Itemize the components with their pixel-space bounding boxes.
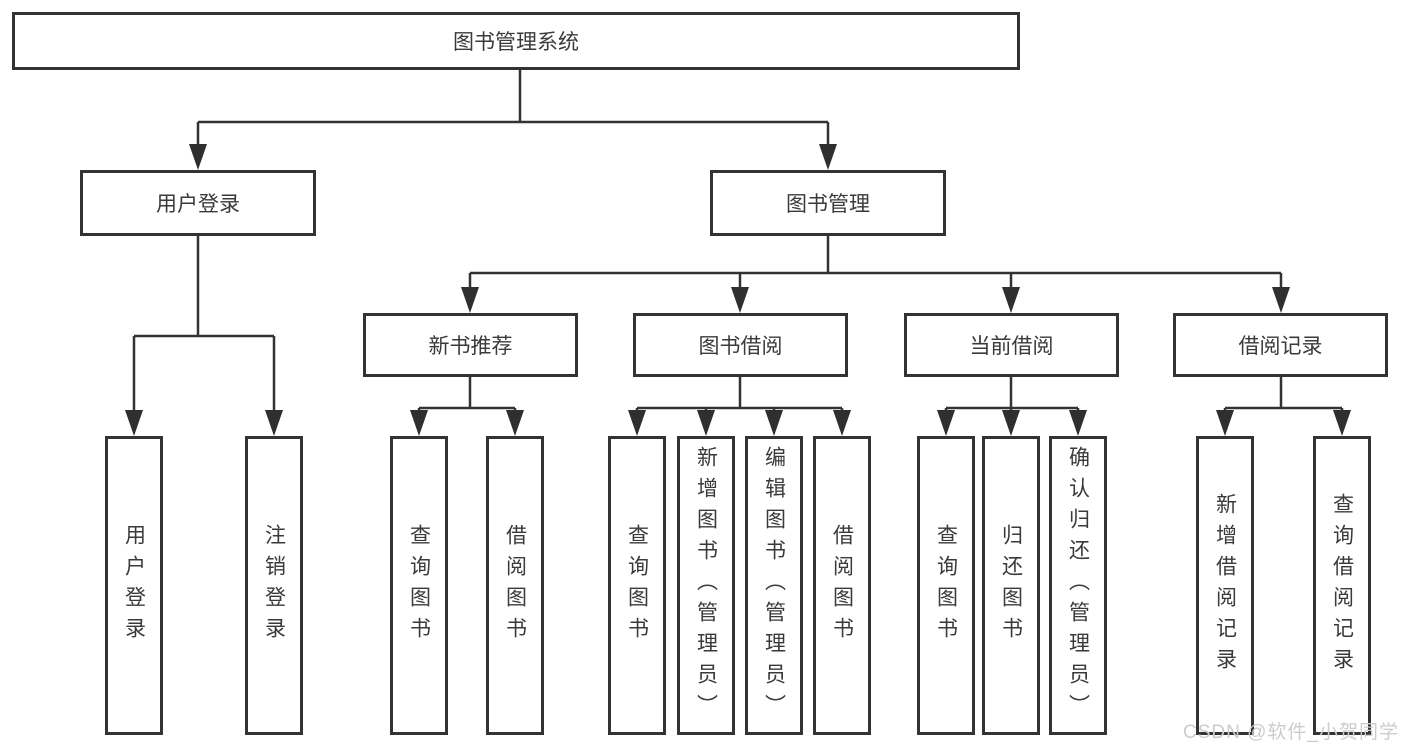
leaf-user-login-label: 用户登录 [122,523,146,648]
leaf-confirm-return-admin: 确认归还（管理员） [1049,436,1107,735]
node-new-book-recommend: 新书推荐 [363,313,578,377]
leaf-confirm-return-admin-label: 确认归还（管理员） [1066,446,1090,725]
csdn-watermark: CSDN @软件_小贺同学 [1183,722,1399,743]
arrowhead-icons [125,144,1351,436]
leaf-user-login: 用户登录 [105,436,163,735]
leaf-recommend-borrow-books-label: 借阅图书 [503,523,527,648]
leaf-borrow-books: 借阅图书 [813,436,871,735]
leaf-current-query-books-label: 查询图书 [934,523,958,648]
leaf-edit-books-admin-label: 编辑图书（管理员） [762,446,786,725]
leaf-query-borrow-record: 查询借阅记录 [1313,436,1371,735]
node-root-label: 图书管理系统 [453,31,579,54]
leaf-recommend-borrow-books: 借阅图书 [486,436,544,735]
leaf-current-query-books: 查询图书 [917,436,975,735]
leaf-add-books-admin: 新增图书（管理员） [677,436,735,735]
node-user-login-label: 用户登录 [156,193,240,216]
leaf-return-books: 归还图书 [982,436,1040,735]
leaf-add-borrow-record-label: 新增借阅记录 [1213,492,1237,679]
leaf-recommend-query-books-label: 查询图书 [407,523,431,648]
node-borrow-records-label: 借阅记录 [1238,335,1323,358]
leaf-edit-books-admin: 编辑图书（管理员） [745,436,803,735]
leaf-return-books-label: 归还图书 [999,523,1023,648]
node-borrow-records: 借阅记录 [1173,313,1388,377]
leaf-borrow-books-label: 借阅图书 [830,523,854,648]
leaf-query-borrow-record-label: 查询借阅记录 [1330,492,1354,679]
node-new-book-recommend-label: 新书推荐 [428,335,513,358]
leaf-borrow-query-books: 查询图书 [608,436,666,735]
node-root: 图书管理系统 [12,12,1020,70]
node-current-borrow: 当前借阅 [904,313,1119,377]
leaf-logout-label: 注销登录 [262,523,286,648]
node-book-mgmt: 图书管理 [710,170,946,236]
node-current-borrow-label: 当前借阅 [969,335,1054,358]
leaf-add-books-admin-label: 新增图书（管理员） [694,446,718,725]
leaf-add-borrow-record: 新增借阅记录 [1196,436,1254,735]
node-book-mgmt-label: 图书管理 [786,193,870,216]
leaf-borrow-query-books-label: 查询图书 [625,523,649,648]
node-book-borrow-label: 图书借阅 [698,335,783,358]
leaf-recommend-query-books: 查询图书 [390,436,448,735]
node-user-login: 用户登录 [80,170,316,236]
node-book-borrow: 图书借阅 [633,313,848,377]
leaf-logout: 注销登录 [245,436,303,735]
